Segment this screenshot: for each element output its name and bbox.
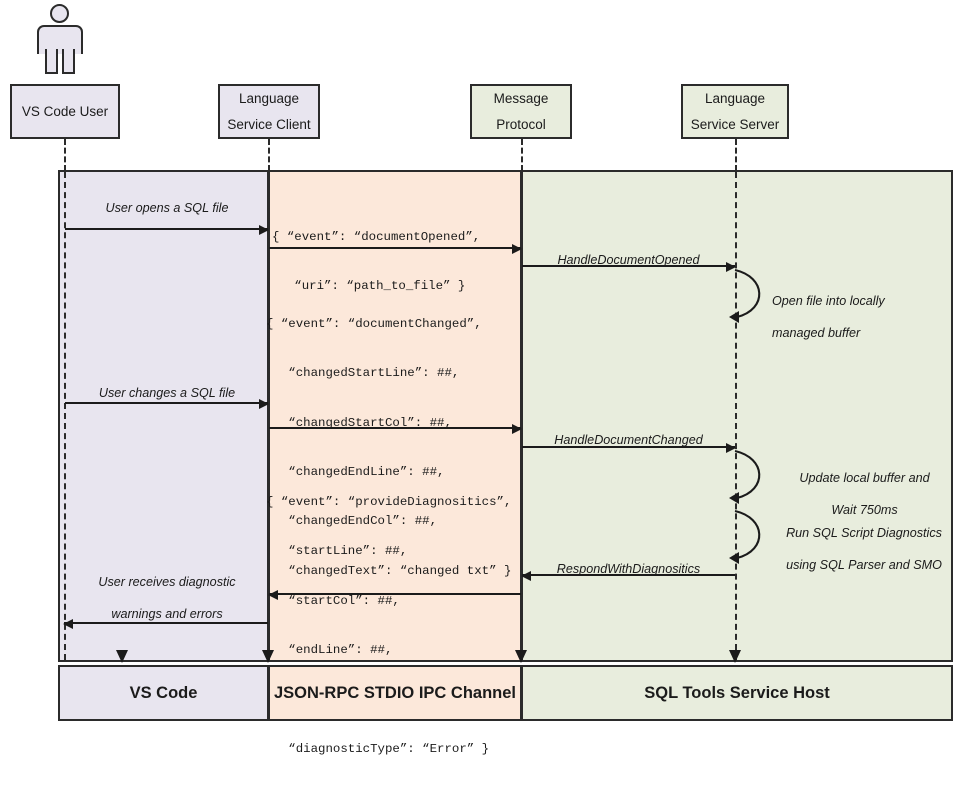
lane-sql-tools-service-host bbox=[521, 170, 953, 662]
footer-label: SQL Tools Service Host bbox=[644, 683, 830, 702]
arrow-handle-document-opened bbox=[522, 261, 736, 272]
lifeline-label-line2: Service Client bbox=[227, 116, 311, 132]
arrow-user-opens-sql-file bbox=[65, 224, 269, 235]
self-loop-open-file bbox=[729, 268, 761, 323]
payload-line: { “event”: “documentChanged”, bbox=[266, 316, 482, 331]
lifeline-header-language-service-server[interactable]: Language Service Server bbox=[681, 84, 789, 139]
payload-line: “changedText”: “changed txt” } bbox=[266, 563, 512, 578]
arrow-user-receives-diagnostics bbox=[63, 618, 268, 629]
self-loop-label-update-buffer: Update local buffer and Wait 750ms bbox=[772, 469, 957, 520]
payload-provide-diagnositics: { “event”: “provideDiagnositics”, “start… bbox=[266, 465, 511, 786]
self-loop-label-run-diagnostics: Run SQL Script Diagnostics using SQL Par… bbox=[766, 524, 962, 575]
arrow-client-to-protocol-changed bbox=[269, 423, 522, 434]
payload-document-changed: { “event”: “documentChanged”, “changedSt… bbox=[266, 287, 511, 608]
arrow-client-to-protocol-opened bbox=[269, 243, 522, 254]
self-loop-label-line2: managed buffer bbox=[772, 325, 861, 340]
payload-line: “changedEndCol”: ##, bbox=[266, 514, 438, 529]
lifeline-label-line1: Language bbox=[704, 90, 766, 106]
actor-leg-right bbox=[62, 49, 75, 74]
payload-line: “uri”: “path_to_file” } bbox=[272, 279, 466, 294]
message-label-user-opens: User opens a SQL file bbox=[105, 201, 229, 215]
footer-label: JSON-RPC STDIO IPC Channel bbox=[273, 683, 517, 702]
self-loop-label-line1: Update local buffer and bbox=[799, 471, 930, 485]
vs-code-user-actor-icon bbox=[37, 4, 83, 74]
lifeline-vs-code-user bbox=[64, 172, 66, 660]
payload-line: “changedStartCol”: ##, bbox=[266, 415, 452, 430]
payload-line: “startLine”: ##, bbox=[266, 544, 408, 559]
lifeline-header-vs-code-user[interactable]: VS Code User bbox=[10, 84, 120, 139]
lifeline-label-line1: Message bbox=[493, 90, 549, 106]
message-label-user-receives: User receives diagnostic warnings and er… bbox=[65, 573, 269, 624]
actor-body bbox=[37, 25, 83, 54]
payload-line: “diagnosticType”: “Error” } bbox=[266, 741, 490, 756]
self-loop-label-line2: Wait 750ms bbox=[831, 502, 898, 517]
actor-head bbox=[50, 4, 69, 23]
lifeline-label-line2: Protocol bbox=[496, 116, 546, 132]
message-label-handle-document-changed: HandleDocumentChanged bbox=[554, 433, 703, 447]
lane-json-rpc bbox=[268, 170, 522, 662]
self-loop-run-diagnostics bbox=[729, 509, 761, 564]
self-loop-label-line1: Run SQL Script Diagnostics bbox=[786, 526, 942, 540]
arrow-protocol-to-client-diagnostics bbox=[268, 589, 521, 600]
lifeline-header-message-protocol[interactable]: Message Protocol bbox=[470, 84, 572, 139]
lifeline-language-service-client bbox=[268, 172, 270, 660]
self-loop-update-buffer bbox=[729, 449, 761, 504]
payload-line: { “event”: “provideDiagnositics”, bbox=[266, 494, 512, 509]
actor-leg-left bbox=[45, 49, 58, 74]
lifeline-message-protocol bbox=[521, 172, 523, 660]
sequence-diagram-canvas: VS Code User Language Service Client Mes… bbox=[10, 4, 962, 756]
arrow-respond-with-diagnositics bbox=[521, 570, 735, 581]
lifeline-vs-code-user-top bbox=[64, 139, 66, 171]
self-loop-label-line2: using SQL Parser and SMO bbox=[786, 557, 942, 572]
self-loop-label-line1: Open file into locally bbox=[772, 294, 885, 308]
lifeline-label-line1: VS Code User bbox=[21, 103, 109, 119]
message-label-user-changes: User changes a SQL file bbox=[98, 386, 236, 400]
footer-sql-tools-service-host[interactable]: SQL Tools Service Host bbox=[521, 665, 953, 721]
payload-line: “endLine”: ##, bbox=[266, 643, 393, 658]
message-label-respond-with-diagnositics: RespondWithDiagnositics bbox=[556, 562, 701, 576]
lifeline-header-language-service-client[interactable]: Language Service Client bbox=[218, 84, 320, 139]
lane-vs-code bbox=[58, 170, 269, 662]
message-label-line2: warnings and errors bbox=[111, 606, 223, 621]
arrow-user-changes-sql-file bbox=[65, 398, 269, 409]
lifeline-language-service-server-top bbox=[735, 139, 737, 171]
payload-document-opened: { “event”: “documentOpened”, “uri”: “pat… bbox=[272, 200, 480, 324]
lifeline-label-line1: Language bbox=[238, 90, 300, 106]
lifeline-terminators bbox=[116, 650, 741, 663]
lifeline-label-line2: Service Server bbox=[690, 116, 780, 132]
footer-json-rpc-stdio-ipc-channel[interactable]: JSON-RPC STDIO IPC Channel bbox=[268, 665, 522, 721]
payload-line: “startCol”: ##, bbox=[266, 593, 400, 608]
footer-label: VS Code bbox=[129, 683, 198, 702]
arrow-handle-document-changed bbox=[522, 442, 736, 453]
payload-line: “changedStartLine”: ##, bbox=[266, 366, 460, 381]
lifeline-language-service-server bbox=[735, 172, 737, 660]
self-loop-label-open-file: Open file into locally managed buffer bbox=[772, 292, 957, 343]
lifeline-message-protocol-top bbox=[521, 139, 523, 171]
message-label-handle-document-opened: HandleDocumentOpened bbox=[557, 253, 700, 267]
payload-line: { “event”: “documentOpened”, bbox=[272, 229, 481, 244]
message-label-line1: User receives diagnostic bbox=[98, 575, 236, 589]
footer-vs-code[interactable]: VS Code bbox=[58, 665, 269, 721]
payload-line: “changedEndLine”: ##, bbox=[266, 465, 445, 480]
lifeline-language-service-client-top bbox=[268, 139, 270, 171]
